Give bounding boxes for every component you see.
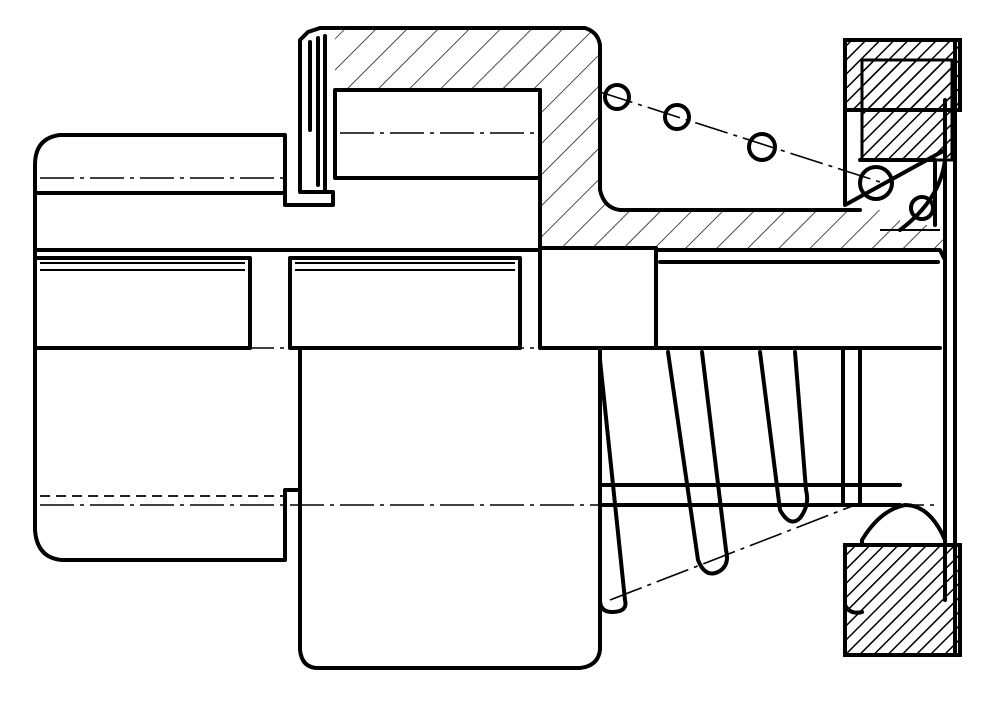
central-body [33,246,947,350]
cap [308,26,945,250]
left-nut [33,26,542,562]
clamp-balls [599,83,935,601]
centerlines [40,132,940,506]
right-ring [843,38,962,657]
